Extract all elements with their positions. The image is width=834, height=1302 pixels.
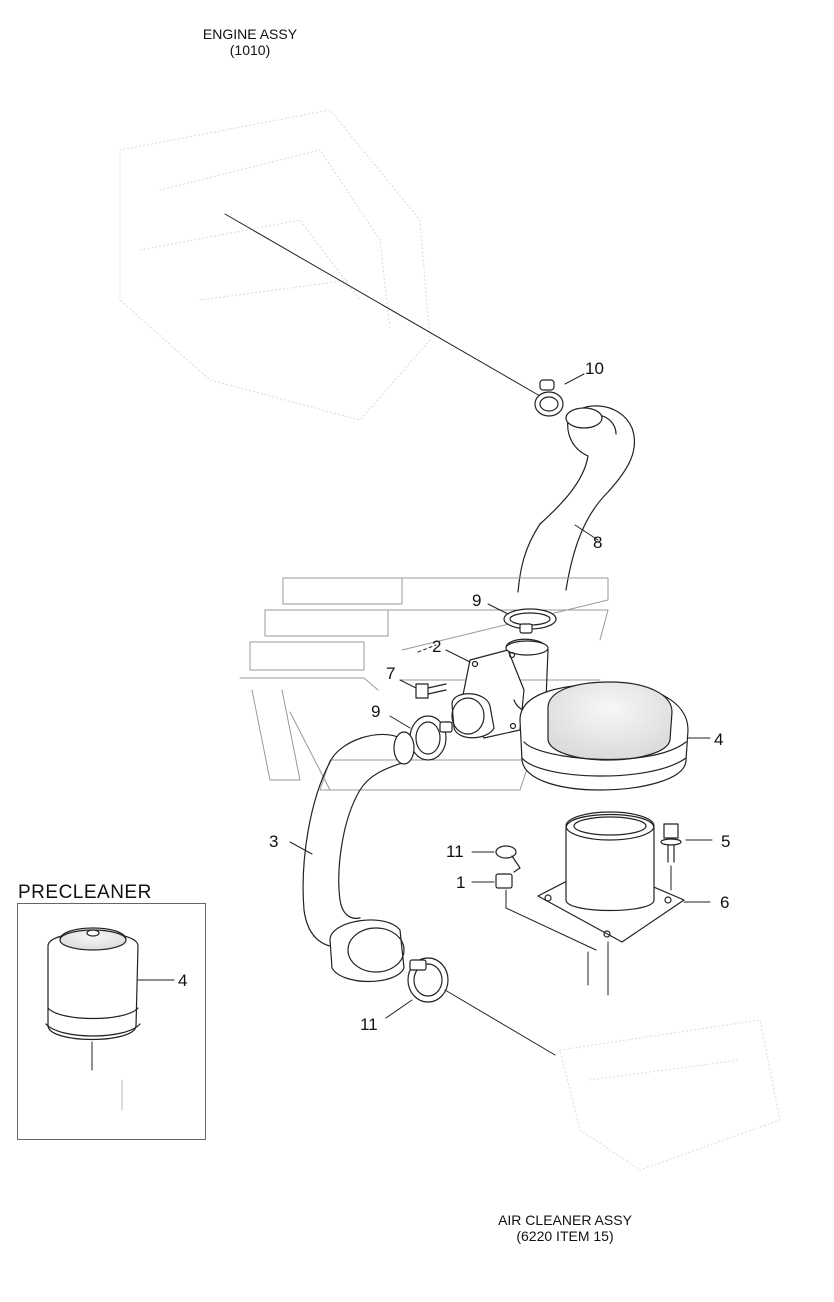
- air-cleaner-cap-4: [519, 681, 711, 791]
- callout-11-lower: 11: [360, 1015, 378, 1034]
- callout-1: 1: [456, 873, 466, 892]
- callout-precleaner-4: 4: [178, 971, 188, 990]
- callout-6: 6: [720, 893, 730, 912]
- callout-8: 8: [593, 533, 603, 552]
- nut-1: [471, 873, 597, 951]
- callout-5: 5: [721, 832, 731, 851]
- bolt-5: [660, 823, 713, 891]
- clamp-9-upper: [487, 603, 557, 634]
- callout-10: 10: [585, 359, 604, 378]
- precleaner-inset-frame: [17, 903, 206, 1140]
- callout-9-lower: 9: [371, 702, 381, 721]
- adapter-2: [417, 638, 549, 739]
- engine-leader-line: [224, 213, 541, 397]
- bolt-7: [399, 679, 447, 699]
- engine-assy-title: ENGINE ASSY: [202, 26, 298, 42]
- callout-11-upper: 11: [446, 842, 464, 861]
- precleaner-drawing: [45, 927, 175, 1111]
- engine-assy-code: (1010): [229, 42, 271, 58]
- hose-8: [517, 405, 636, 593]
- callout-3: 3: [269, 832, 279, 851]
- air-cleaner-ghost-sketch: [559, 1019, 781, 1171]
- precleaner-title: PRECLEANER: [18, 882, 152, 903]
- mounting-flange-6: [537, 811, 711, 996]
- engine-assy-caption: ENGINE ASSY (1010): [180, 26, 320, 58]
- callout-9-upper: 9: [472, 591, 482, 610]
- callout-4: 4: [714, 730, 724, 749]
- engine-ghost-sketch: [119, 109, 431, 421]
- hose-3: [289, 731, 415, 983]
- air-cleaner-assy-code: (6220 ITEM 15): [516, 1228, 614, 1244]
- air-cleaner-assy-caption: AIR CLEANER ASSY (6220 ITEM 15): [470, 1212, 660, 1244]
- air-cleaner-assy-title: AIR CLEANER ASSY: [498, 1212, 632, 1228]
- callout-2: 2: [432, 637, 442, 656]
- clamp-10: [534, 373, 585, 417]
- callout-7: 7: [386, 664, 396, 683]
- clip-11-upper: [471, 845, 521, 873]
- clamp-11-lower: [385, 957, 556, 1056]
- frame-ghost-outline: [239, 577, 609, 791]
